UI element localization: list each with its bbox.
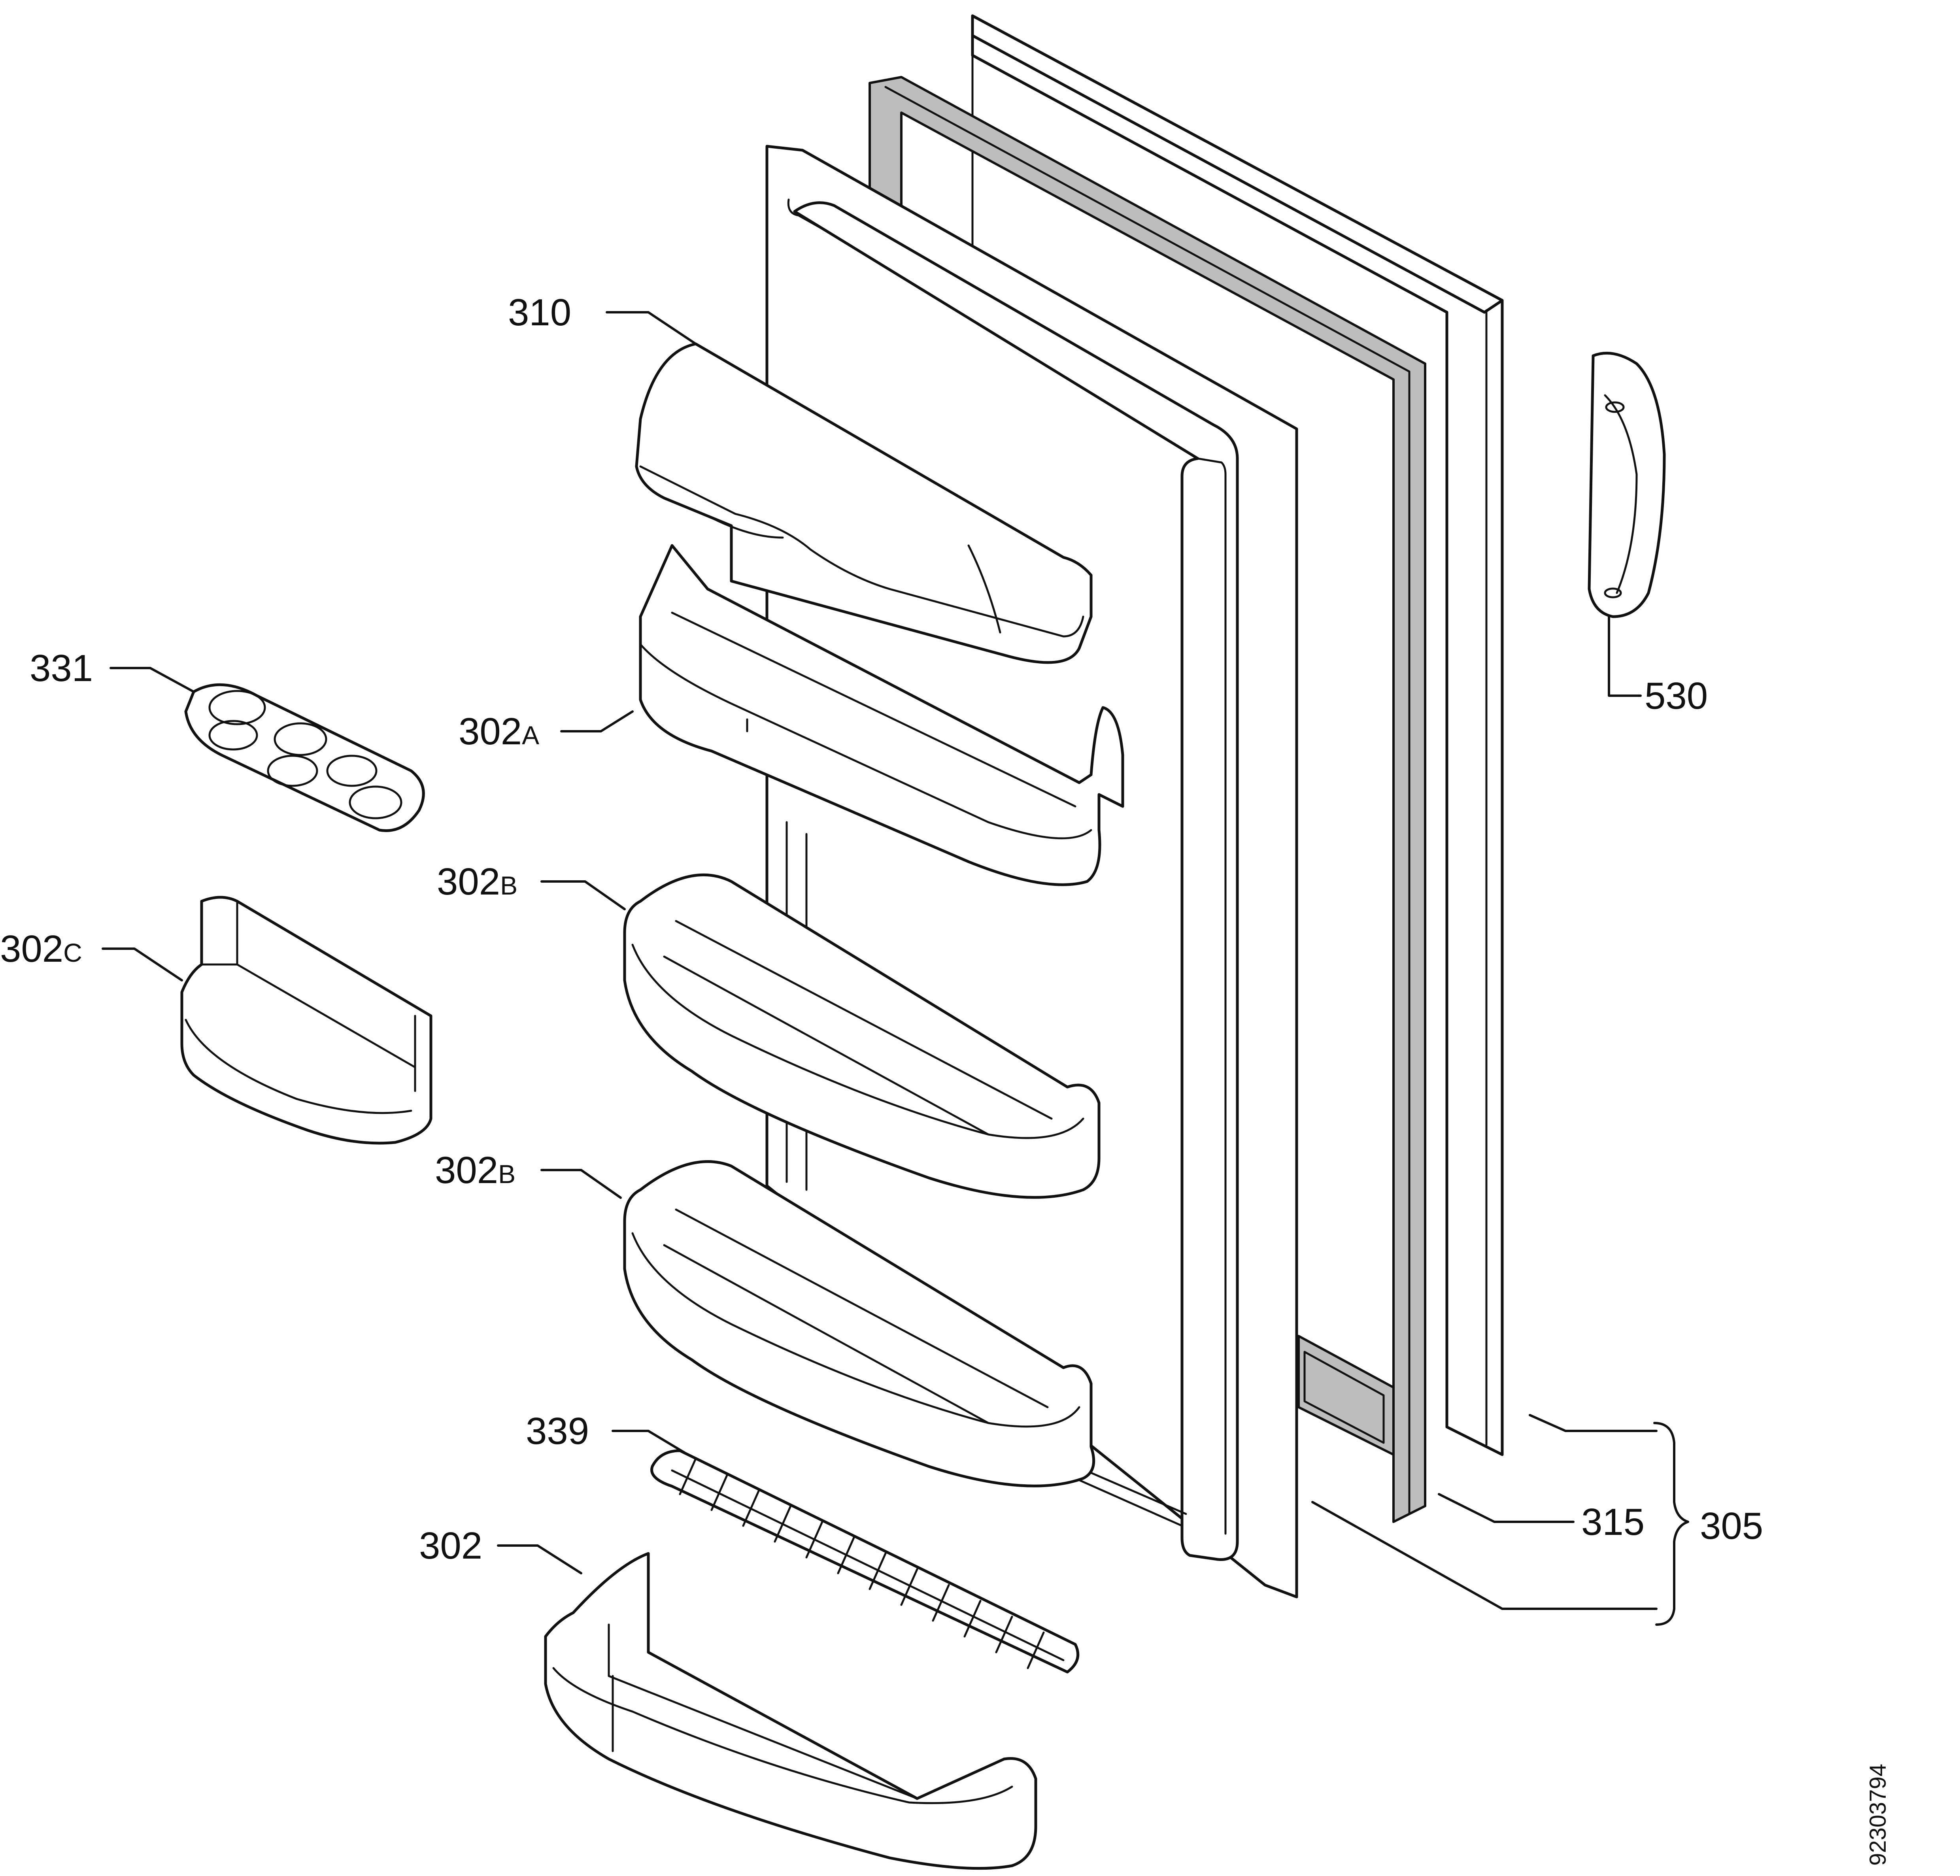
door-handle-530 — [1588, 351, 1666, 618]
leader-310 — [606, 311, 697, 345]
label-302: 302 — [419, 1525, 482, 1567]
leader-302a — [560, 710, 634, 732]
dairy-compartment-310 — [635, 342, 1093, 664]
leader-302b-upper — [540, 880, 626, 910]
label-315: 315 — [1581, 1501, 1645, 1543]
bottle-shelf-302 — [544, 1552, 1037, 1870]
door-shelf-302b-lower — [623, 1160, 1095, 1487]
label-302b-upper: 302B — [437, 861, 517, 903]
leader-302 — [497, 1544, 582, 1574]
label-302c: 302C — [0, 928, 82, 970]
door-shelf-302b-upper — [623, 873, 1101, 1199]
document-number: 92303794 — [1865, 1764, 1891, 1866]
leader-302c — [102, 947, 183, 981]
leader-315 — [1438, 1493, 1575, 1523]
bottle-rack-339 — [650, 1449, 1080, 1674]
label-331: 331 — [30, 647, 93, 689]
label-305: 305 — [1700, 1505, 1763, 1547]
leader-339 — [612, 1430, 689, 1456]
leader-liner — [1311, 1501, 1658, 1610]
leader-302b-lower — [540, 1169, 622, 1199]
label-530: 530 — [1645, 675, 1708, 717]
leader-lines — [102, 311, 1689, 1626]
outer-door-panel — [971, 14, 1504, 1456]
egg-tray-331 — [184, 683, 425, 832]
label-339: 339 — [526, 1410, 589, 1452]
leader-331 — [110, 667, 195, 693]
leader-530 — [1608, 615, 1642, 697]
door-shelf-302a — [639, 544, 1124, 886]
bracket-305 — [1653, 1422, 1689, 1626]
leader-outer-panel — [1529, 1414, 1658, 1432]
label-302a: 302A — [459, 710, 539, 753]
label-302b-lower: 302B — [435, 1149, 515, 1191]
door-bin-302c — [180, 896, 432, 1145]
part-labels: 310 331 302A 302B 302C 302B 339 302 530 … — [0, 291, 1891, 1866]
label-310: 310 — [508, 291, 571, 334]
